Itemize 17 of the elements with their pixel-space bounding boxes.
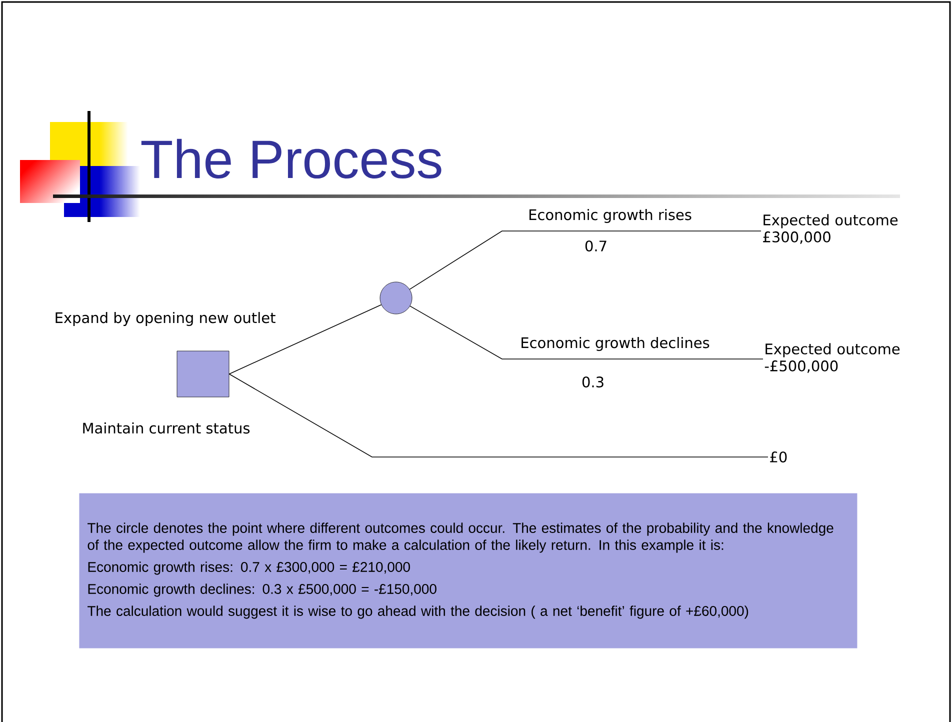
branch-line [409,230,762,290]
branch-line [228,374,768,458]
probability-label: 0.3 [582,376,604,388]
slide-title: The Process [141,138,442,179]
outcome-text: Expected outcome -£500,000 [764,343,900,373]
chance-circle [380,282,412,314]
edge-label: Maintain current status [80,421,252,435]
outcome-text: £0 [770,452,787,462]
text-box: The circle denotes the point where different outcomes could occur. The estimates of the probability and the knowledge of the expected outcome allow the firm to make a calculation of the likely return. In this example it is: Economic growth rises: 0.7 x £300,000 = £210,000 Economic growth declines: 0.3 x £500,000 = -£150,000 The calculation would suggest it is wise to go ahead with the decision ( a net ‘benefit’ figure of +£60,000) [79,493,858,648]
decision-square [176,350,230,398]
outcome-text: Expected outcome £300,000 [763,214,898,244]
branch-line [410,306,764,360]
edge-label: Economic growth declines [519,336,711,352]
edge-label: Economic growth rises [527,208,693,224]
edge-label: Expand by opening new outlet [53,310,277,328]
probability-label: 0.7 [585,240,606,252]
branch-line [228,304,382,374]
